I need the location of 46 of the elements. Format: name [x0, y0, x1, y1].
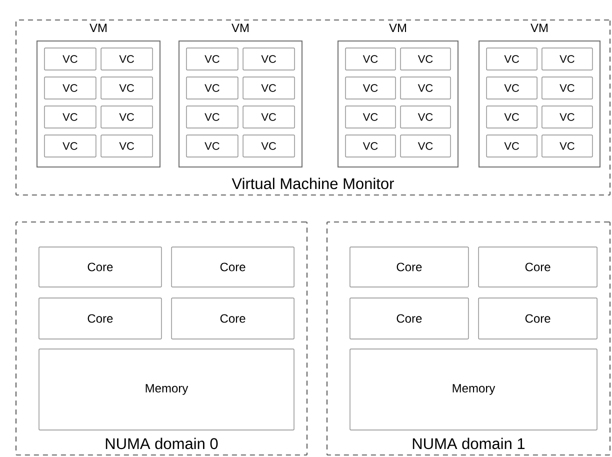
memory-box: Memory — [38, 348, 294, 430]
vc-cell: VC — [542, 76, 593, 100]
vc-cell: VC — [242, 106, 295, 128]
vc-cell: VC — [542, 134, 593, 158]
node-label: VM — [389, 24, 406, 32]
core-box: Core — [38, 298, 162, 340]
node-label: VM — [232, 24, 249, 32]
core-box: Core — [350, 246, 469, 288]
vc-cell: VC — [400, 134, 451, 158]
vc-cell: VC — [400, 106, 451, 128]
vc-cell: VC — [44, 48, 96, 70]
vc-cell: VC — [242, 134, 295, 158]
vc-cell: VC — [400, 48, 451, 70]
core-box: Core — [171, 298, 294, 340]
vc-cell: VC — [345, 134, 396, 158]
core-box: Core — [350, 298, 469, 340]
vc-cell: VC — [186, 106, 238, 128]
vc-cell: VC — [486, 134, 538, 158]
memory-box: Memory — [350, 348, 598, 430]
core-box: Core — [171, 246, 294, 288]
vc-cell: VC — [44, 106, 96, 128]
vc-cell: VC — [100, 76, 153, 100]
vc-cell: VC — [186, 76, 238, 100]
core-box: Core — [38, 246, 162, 288]
vc-cell: VC — [400, 76, 451, 100]
vc-cell: VC — [100, 106, 153, 128]
vc-cell: VC — [345, 106, 396, 128]
vc-cell: VC — [486, 48, 538, 70]
vc-cell: VC — [186, 134, 238, 158]
vc-cell: VC — [486, 76, 538, 100]
vc-cell: VC — [100, 134, 153, 158]
vc-cell: VC — [542, 106, 593, 128]
core-box: Core — [478, 246, 598, 288]
vc-cell: VC — [345, 76, 396, 100]
core-box: Core — [478, 298, 598, 340]
vc-cell: VC — [542, 48, 593, 70]
vc-cell: VC — [242, 76, 295, 100]
vc-cell: VC — [345, 48, 396, 70]
vc-cell: VC — [100, 48, 153, 70]
vc-cell: VC — [44, 76, 96, 100]
node-label: VM — [90, 24, 107, 32]
node-label: VM — [530, 24, 548, 32]
vc-cell: VC — [486, 106, 538, 128]
vc-cell: VC — [242, 48, 295, 70]
vc-cell: VC — [186, 48, 238, 70]
vc-cell: VC — [44, 134, 96, 158]
